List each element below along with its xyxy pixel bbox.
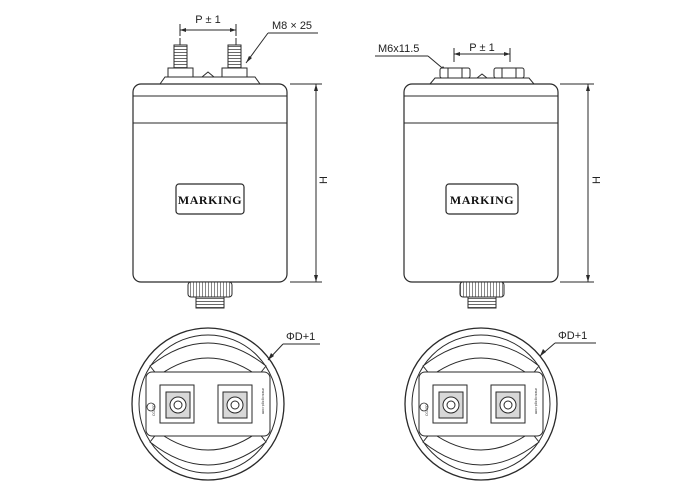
right-diameter-label: ΦD+1 xyxy=(558,330,587,342)
left-logo xyxy=(146,402,156,412)
left-height-dimension: H xyxy=(290,83,330,283)
left-logo-text: CGXGD xyxy=(152,404,156,416)
right-pitch-dimension: P ± 1 xyxy=(453,42,511,62)
right-height-label: H xyxy=(591,176,603,184)
left-diameter-label: ΦD+1 xyxy=(286,331,315,343)
right-marking-box xyxy=(445,183,519,215)
right-terminal-1 xyxy=(439,67,471,79)
right-terminal-2 xyxy=(493,67,525,79)
left-pitch-dimension: P ± 1 xyxy=(179,14,237,48)
right-logo-text: CGXGD xyxy=(425,404,429,416)
left-capacitor-body xyxy=(132,83,288,283)
right-logo xyxy=(419,402,429,412)
right-website-text: www.cgxgd.com xyxy=(534,388,538,414)
left-height-label: H xyxy=(318,176,330,184)
left-diameter-callout: ΦD+1 xyxy=(267,331,320,361)
left-stud-2 xyxy=(227,44,242,70)
left-marking-text: MARKING xyxy=(178,193,242,207)
right-pitch-label: P ± 1 xyxy=(469,42,494,54)
left-website-text: www.cgxgd.com xyxy=(261,388,265,414)
right-top-view: CGXGD www.cgxgd.com ΦD+1 xyxy=(404,327,596,481)
left-mounting-bolt xyxy=(187,281,233,309)
right-mounting-bolt xyxy=(459,281,505,309)
right-capacitor-body xyxy=(403,83,559,283)
left-thread-callout: M8 × 25 xyxy=(245,20,318,64)
left-side-view: P ± 1 M8 × 25 MARKING xyxy=(132,14,330,309)
right-marking-text: MARKING xyxy=(450,193,514,207)
right-height-dimension: H xyxy=(560,83,603,283)
left-marking-box xyxy=(175,183,245,215)
right-diameter-callout: ΦD+1 xyxy=(539,330,596,357)
left-stud-1 xyxy=(173,44,188,70)
right-side-view: M6x11.5 P ± 1 MARKING xyxy=(375,42,603,309)
left-thread-label: M8 × 25 xyxy=(272,20,312,32)
left-pitch-label: P ± 1 xyxy=(195,14,220,26)
right-thread-callout: M6x11.5 xyxy=(375,43,448,73)
right-thread-label: M6x11.5 xyxy=(378,43,419,55)
left-top-view: CGXGD www.cgxgd.com ΦD+1 xyxy=(131,327,320,481)
